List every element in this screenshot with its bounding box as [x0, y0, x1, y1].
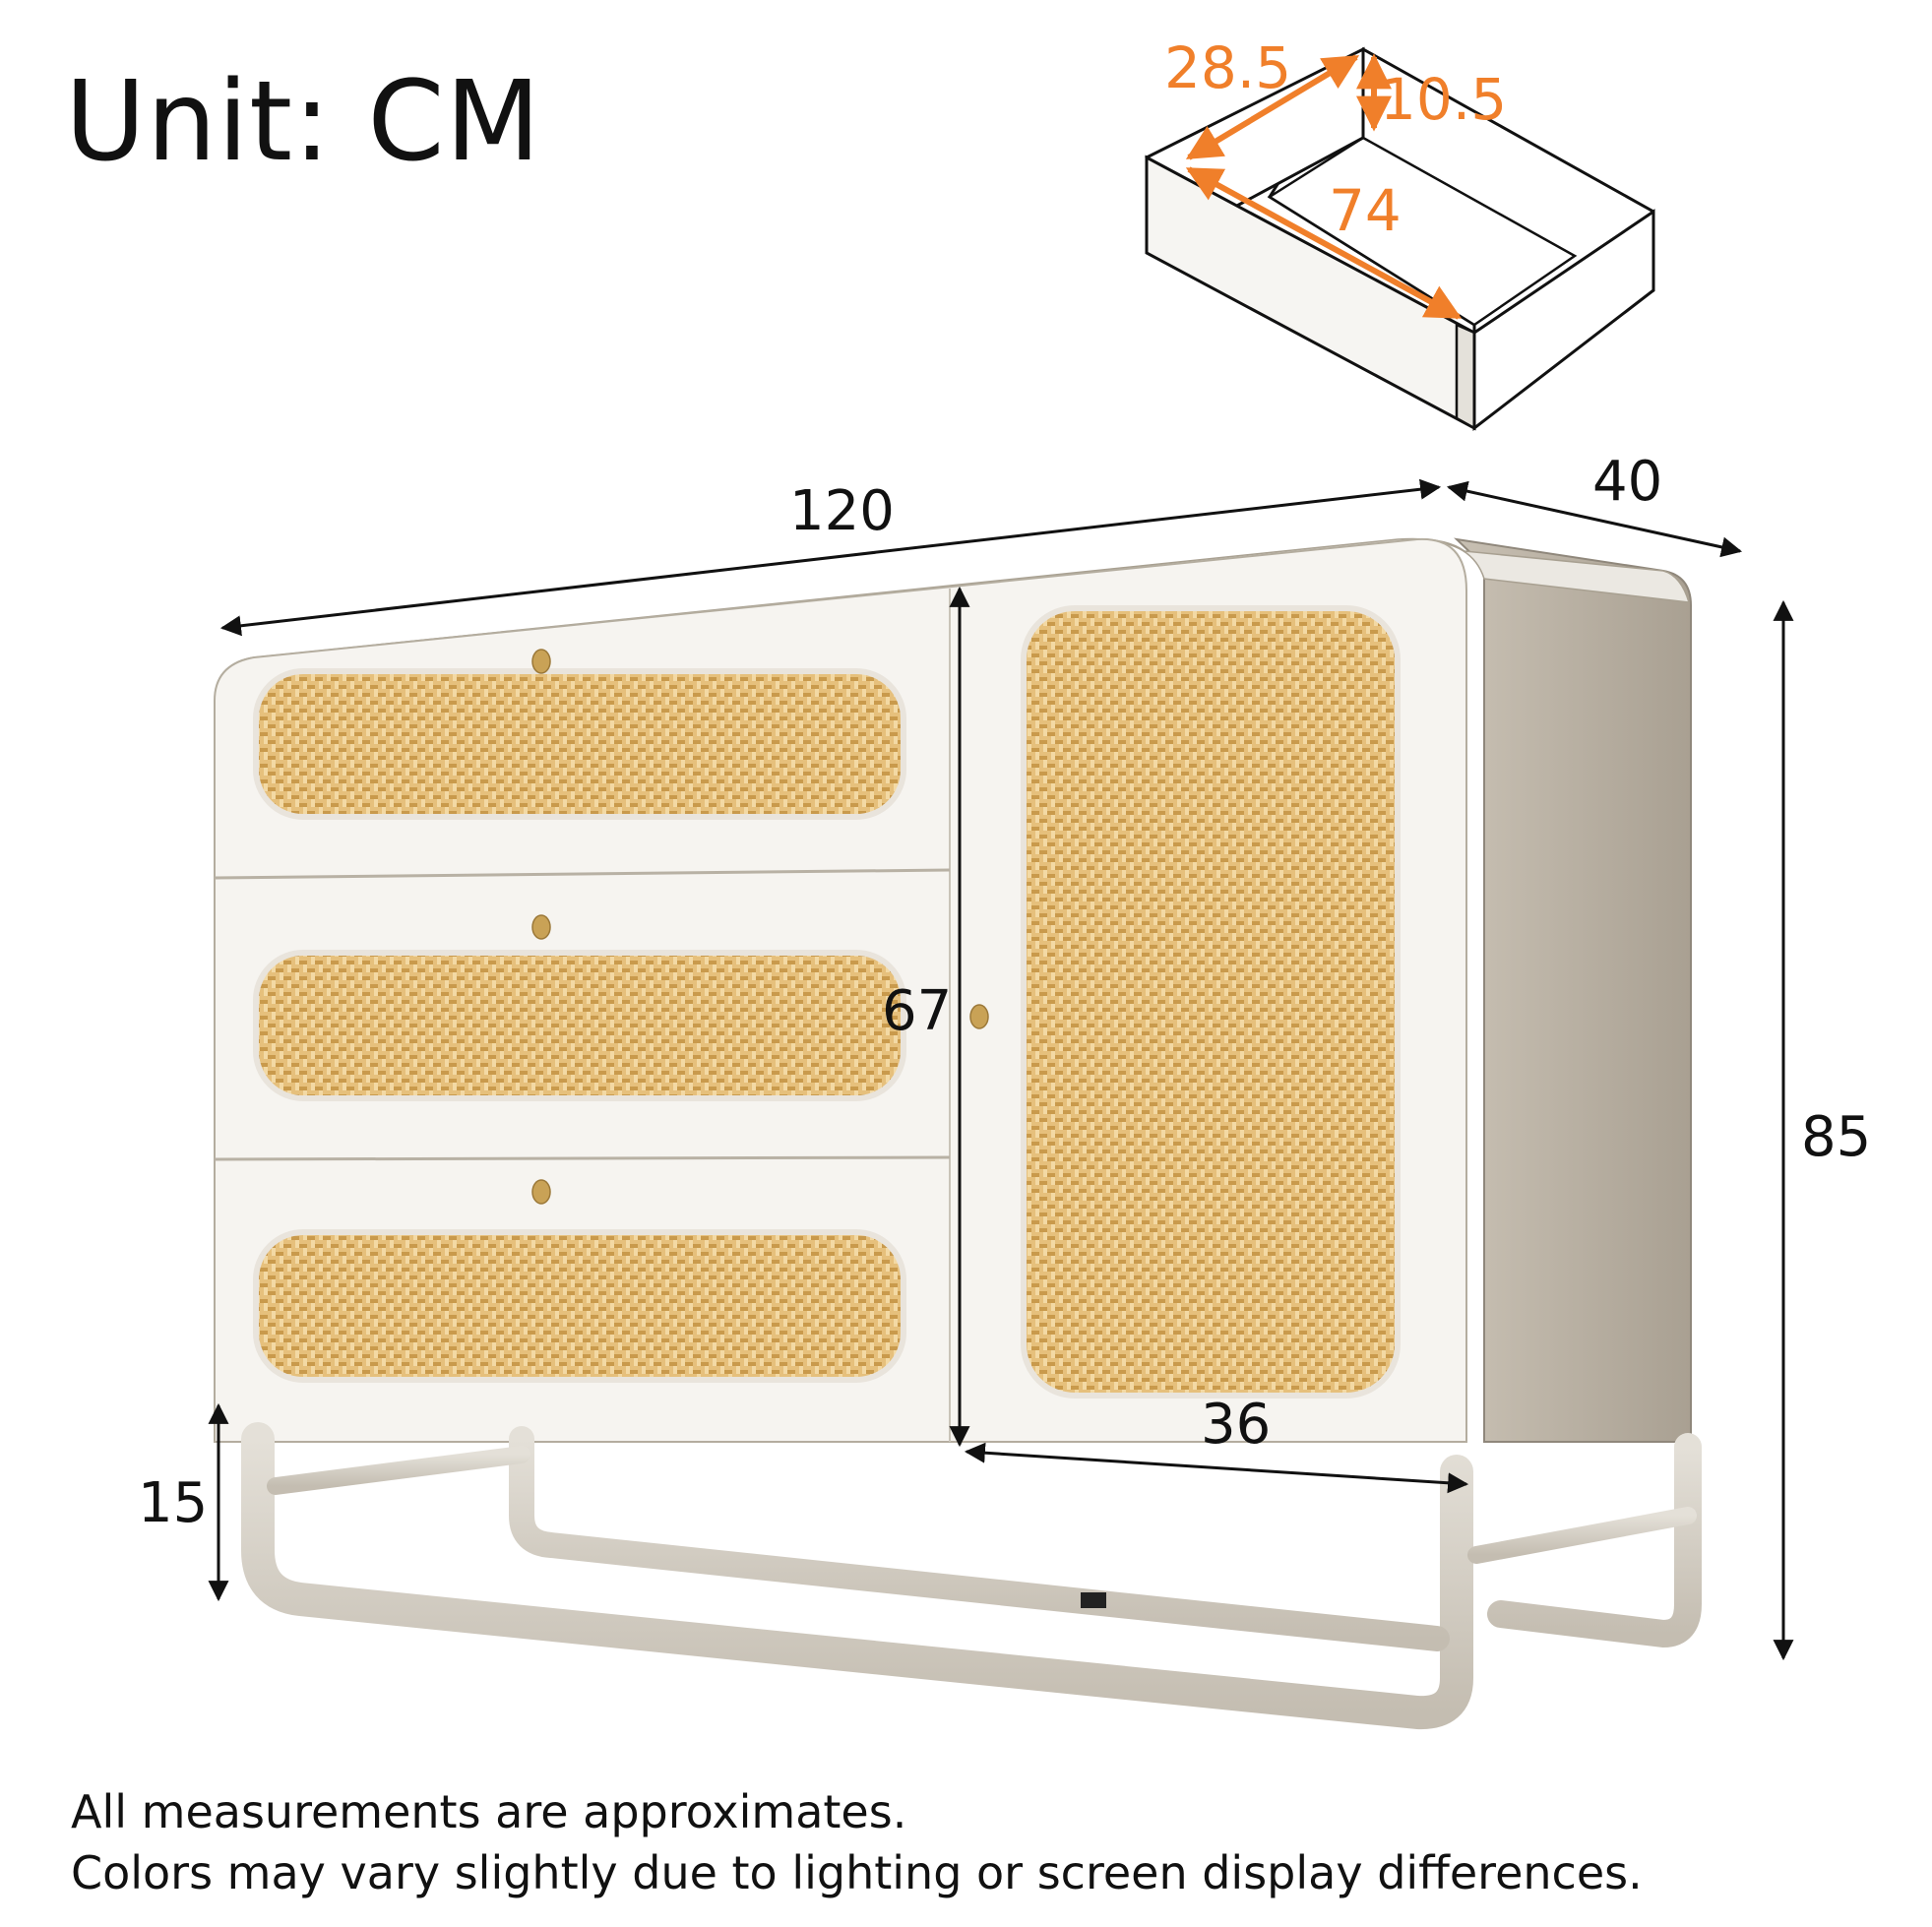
drawer-box-drawing [1145, 46, 1655, 432]
overall-height-label: 85 [1801, 1105, 1872, 1169]
unit-label: Unit: CM [65, 58, 542, 186]
overall-width-label: 120 [789, 479, 895, 543]
drawer-height-label: 10.5 [1380, 66, 1508, 133]
drawer-width-label: 74 [1329, 177, 1402, 244]
dimension-lines [208, 478, 1794, 1661]
note-colors: Colors may vary slightly due to lighting… [71, 1846, 1643, 1899]
drawer-depth-label: 28.5 [1164, 34, 1292, 101]
dresser-drawing [214, 537, 1702, 1730]
note-approximate: All measurements are approximates. [71, 1785, 907, 1838]
leg-height-label: 15 [138, 1471, 209, 1535]
door-width-label: 36 [1201, 1393, 1272, 1457]
body-height-label: 67 [882, 979, 953, 1043]
overall-depth-label: 40 [1592, 450, 1663, 514]
